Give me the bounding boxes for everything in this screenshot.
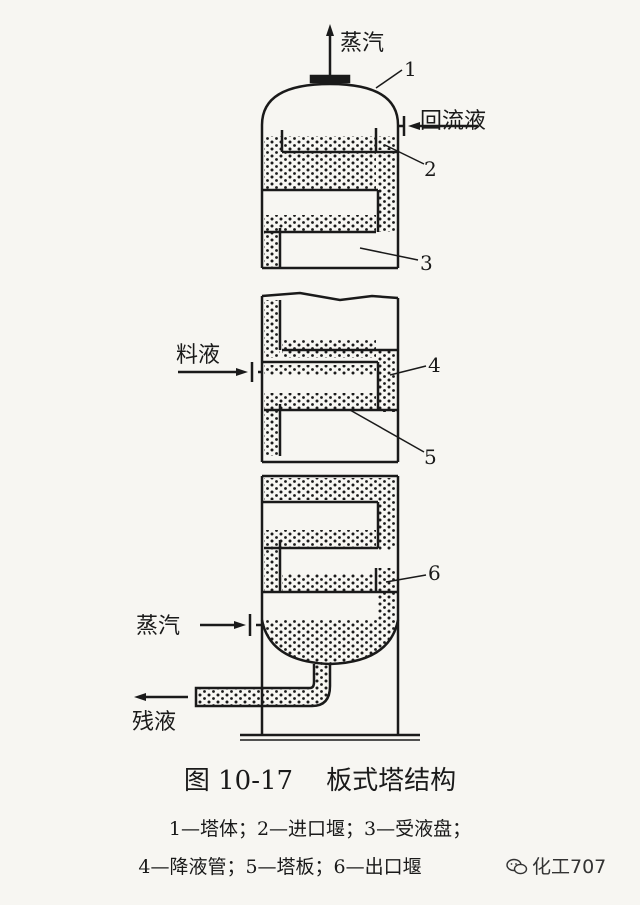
callout-3: 3 — [420, 251, 433, 275]
callout-5: 5 — [424, 445, 437, 469]
callout-6: 6 — [428, 561, 441, 585]
figure-caption: 图 10-17 板式塔结构 — [183, 766, 457, 796]
feed-label: 料液 — [176, 343, 220, 368]
middle-section — [178, 291, 427, 464]
legend-line-2: 4—降液管；5—塔板；6—出口堰 — [138, 856, 422, 878]
callout-1: 1 — [404, 57, 417, 81]
top-section — [260, 24, 478, 270]
bottom-section — [134, 474, 427, 741]
callout-4: 4 — [428, 353, 441, 377]
reflux-label: 回流液 — [420, 109, 486, 134]
residue-label: 残液 — [132, 710, 176, 735]
wechat-icon — [506, 858, 528, 875]
watermark: 化工707 — [506, 852, 606, 879]
steam-outlet-label: 蒸汽 — [340, 31, 384, 56]
legend-line-1: 1—塔体；2—进口堰；3—受液盘； — [168, 818, 472, 840]
callout-2: 2 — [424, 157, 437, 181]
watermark-text: 化工707 — [532, 856, 607, 878]
steam-inlet-label: 蒸汽 — [136, 614, 180, 639]
